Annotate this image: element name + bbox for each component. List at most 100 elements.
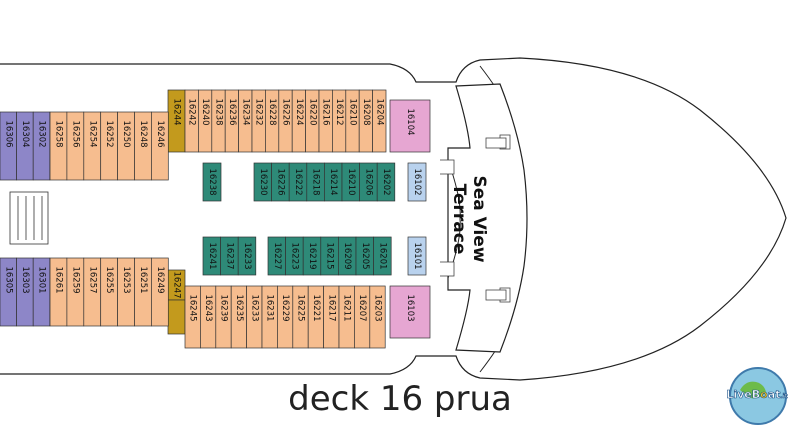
cabin-bottom-outer: 16225 bbox=[292, 285, 309, 349]
cabin-number: 16208 bbox=[361, 98, 371, 125]
cabin-bottom-aft: 16257 bbox=[83, 257, 102, 327]
cabin-inner-top: 16226 bbox=[271, 162, 290, 202]
cabin-number: 16233 bbox=[242, 242, 252, 269]
cabin-number: 16211 bbox=[342, 294, 352, 321]
cabin-top-aft-box bbox=[151, 111, 169, 181]
cabin-pink-top: 16104 bbox=[389, 99, 431, 153]
cabin-top-aft: 16246 bbox=[151, 111, 169, 181]
cabin-number: 16218 bbox=[311, 168, 321, 195]
cabin-number: 16242 bbox=[187, 98, 197, 125]
cabin-bottom-aft: 16255 bbox=[100, 257, 118, 327]
cabin-number: 16251 bbox=[138, 266, 148, 293]
cabin-top-outer: 16220 bbox=[305, 89, 320, 153]
cabin-number: 16201 bbox=[377, 242, 387, 269]
cabin-top-aft: 16256 bbox=[66, 111, 85, 181]
cabin-number: 16303 bbox=[20, 266, 30, 293]
cabin-number: 16234 bbox=[240, 98, 250, 125]
svg-text:LiveBoat.it: LiveBoat.it bbox=[726, 388, 787, 401]
cabin-inner-top-single: 16238 bbox=[202, 162, 222, 202]
cabin-top-outer: 16204 bbox=[372, 89, 387, 153]
cabin-number: 16248 bbox=[138, 120, 148, 147]
cabin-number: 16249 bbox=[155, 266, 165, 293]
cabin-top-aft: 16248 bbox=[134, 111, 152, 181]
cabin-bottom-outer: 16231 bbox=[261, 285, 278, 349]
cabin-bottom-outer: 16239 bbox=[215, 285, 232, 349]
cabin-bottom-outer: 16211 bbox=[338, 285, 355, 349]
cabin-pink-top-box bbox=[389, 99, 431, 153]
cabin-inner-top: 16222 bbox=[288, 162, 308, 202]
caption-text: deck 16 prua bbox=[288, 379, 512, 419]
cabin-number: 16210 bbox=[346, 168, 356, 195]
cabin-bottom-aft-box bbox=[151, 257, 169, 327]
cabin-inner-bottom-left: 16233 bbox=[237, 236, 257, 276]
cabin-inner-bottom: 16227 bbox=[267, 236, 286, 276]
cabin-pink-bottom-box bbox=[389, 285, 431, 339]
cabin-bottom-outer: 16235 bbox=[230, 285, 247, 349]
cabin-number: 16214 bbox=[328, 168, 338, 195]
cabin-number: 16231 bbox=[265, 294, 275, 321]
terrace-curve bbox=[447, 159, 461, 279]
cabin-number: 16230 bbox=[258, 168, 268, 195]
cabin-top-outer: 16210 bbox=[345, 89, 360, 153]
cabin-bottom-outer: 16233 bbox=[246, 285, 263, 349]
cabin-purple-bottom-box bbox=[32, 257, 51, 327]
cabin-inner-bottom-left: 16241 bbox=[202, 236, 221, 276]
cabin-top-aft: 16252 bbox=[100, 111, 118, 181]
cabin-top-outer: 16234 bbox=[238, 89, 253, 153]
cabin-number: 16238 bbox=[207, 168, 217, 195]
cabin-number: 16252 bbox=[104, 120, 114, 147]
cabin-inner-bottom-left-box bbox=[237, 236, 257, 276]
cabin-number: 16202 bbox=[381, 168, 391, 195]
cabin-number: 16221 bbox=[311, 294, 321, 321]
cabin-inner-bottom: 16219 bbox=[302, 236, 322, 276]
cabin-number: 16261 bbox=[53, 266, 63, 293]
cabin-top-outer: 16240 bbox=[198, 89, 213, 153]
cabin-inner-bottom: 16215 bbox=[320, 236, 339, 276]
cabin-number: 16226 bbox=[281, 98, 291, 125]
cabin-number: 16222 bbox=[293, 168, 303, 195]
cabin-bottom-aft: 16259 bbox=[66, 257, 85, 327]
cabin-number: 16219 bbox=[307, 242, 317, 269]
cabin-inner-bottom: 16223 bbox=[285, 236, 304, 276]
cabin-number: 16301 bbox=[37, 266, 47, 293]
cabin-number: 16104 bbox=[405, 108, 415, 135]
svg-text:Sea ViewTerrace: Sea ViewTerrace bbox=[449, 175, 489, 262]
cabin-inner-bottom-blue: 16101 bbox=[407, 236, 427, 276]
cabin-number: 16217 bbox=[326, 294, 336, 321]
cabin-gold-top: 16244 bbox=[167, 89, 186, 153]
cabin-number: 16237 bbox=[224, 242, 234, 269]
cabin-number: 16103 bbox=[405, 294, 415, 321]
cabin-inner-bottom: 16209 bbox=[338, 236, 357, 276]
cabin-gold-bottom: 16247 bbox=[167, 269, 186, 301]
cabin-purple-top: 16304 bbox=[16, 111, 34, 181]
cabin-top-outer: 16238 bbox=[211, 89, 226, 153]
terrace-stairs bbox=[437, 134, 511, 303]
cabin-inner-top-blue: 16102 bbox=[407, 162, 427, 202]
cabin-number: 16306 bbox=[3, 120, 13, 147]
cabin-number: 16212 bbox=[334, 98, 344, 125]
cabin-top-outer: 16242 bbox=[184, 89, 199, 153]
cabin-inner-top-single-box bbox=[202, 162, 222, 202]
cabin-top-outer: 16236 bbox=[224, 89, 239, 153]
terrace-label-line2: Terrace bbox=[449, 184, 469, 255]
cabin-number: 16241 bbox=[207, 242, 217, 269]
cabin-number: 16304 bbox=[20, 120, 30, 147]
cabin-inner-bottom-left: 16237 bbox=[220, 236, 239, 276]
cabin-bottom-outer: 16245 bbox=[184, 285, 201, 349]
cabin-inner-bottom-box bbox=[373, 236, 392, 276]
cabin-number: 16233 bbox=[249, 294, 259, 321]
cabin-number: 16246 bbox=[155, 120, 165, 147]
cabin-bottom-outer-box bbox=[369, 285, 386, 349]
cabin-bottom-aft: 16253 bbox=[117, 257, 135, 327]
cabin-number: 16209 bbox=[342, 242, 352, 269]
cabin-bottom-outer: 16221 bbox=[307, 285, 324, 349]
cabin-gold-bottom-b-box bbox=[167, 299, 186, 335]
cabin-purple-bottom: 16303 bbox=[16, 257, 34, 327]
cabin-number: 16220 bbox=[307, 98, 317, 125]
cabin-bottom-aft: 16261 bbox=[49, 257, 68, 327]
cabin-number: 16302 bbox=[37, 120, 47, 147]
cabin-number: 16224 bbox=[294, 98, 304, 125]
cabin-bottom-outer: 16229 bbox=[277, 285, 294, 349]
